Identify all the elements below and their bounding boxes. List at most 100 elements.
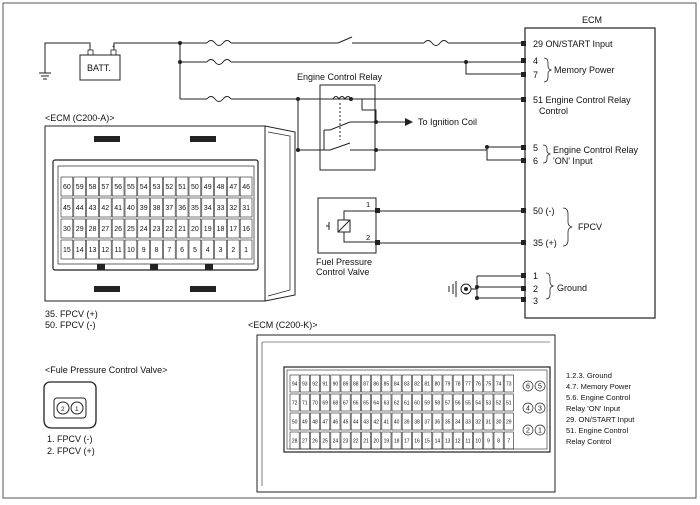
pin-number: 93 xyxy=(302,381,308,387)
ground-brace xyxy=(545,272,555,300)
pin-cell xyxy=(361,431,371,450)
diagram-frame xyxy=(2,2,697,499)
pin-number: 57 xyxy=(101,184,109,191)
fpcv-pin1: 1 xyxy=(366,200,370,209)
pin-number: 67 xyxy=(343,400,349,406)
pin-cell xyxy=(463,374,473,393)
pin-cell xyxy=(299,374,310,393)
ecm-pin-num: 51 xyxy=(533,95,543,105)
pin-cell xyxy=(412,393,422,412)
conn-k-legend-5: 29. ON/START Input xyxy=(566,415,635,424)
pin-cell xyxy=(340,412,351,431)
side-pin-number: 2 xyxy=(526,428,530,435)
ecm-block: ECM 29 ON/START Input 4 7 Memory Power 5… xyxy=(521,15,656,319)
pin-number: 7 xyxy=(507,438,510,444)
pin-cell xyxy=(371,431,382,450)
pin-number: 21 xyxy=(178,226,186,233)
pin-cell xyxy=(310,412,320,431)
pin-cell xyxy=(452,412,463,431)
pin-cell xyxy=(137,218,150,239)
pin-cell xyxy=(188,197,202,218)
pin-cell xyxy=(412,431,422,450)
relay-on-label: Engine Control Relay xyxy=(553,145,639,155)
side-pin xyxy=(534,424,546,436)
pin-number: 10 xyxy=(475,438,481,444)
pin-cell xyxy=(350,412,361,431)
pin-cell xyxy=(150,197,163,218)
valve-pin-desc-1: 1. FPCV (-) xyxy=(47,434,93,444)
pin-number: 44 xyxy=(353,419,359,425)
pin-number: 15 xyxy=(424,438,430,444)
pin-number: 40 xyxy=(127,205,135,212)
pin-number: 79 xyxy=(445,381,451,387)
pin-cell xyxy=(483,374,494,393)
pin-number: 8 xyxy=(497,438,500,444)
pin-number: 11 xyxy=(465,438,470,444)
pin-cell xyxy=(111,197,125,218)
relay-on-brace xyxy=(542,144,552,164)
pin-number: 35 xyxy=(445,419,451,425)
pin-cell xyxy=(299,412,310,431)
pin-number: 9 xyxy=(142,247,146,254)
pin-number: 77 xyxy=(465,381,471,387)
conn-a-body xyxy=(44,125,266,302)
conn-a-pin-50: 50. FPCV (-) xyxy=(45,320,96,330)
pin-number: 23 xyxy=(343,438,349,444)
pin-cell xyxy=(350,374,361,393)
pin-cell xyxy=(188,239,202,260)
pin-cell xyxy=(493,374,504,393)
pin-number: 84 xyxy=(394,381,400,387)
pin-number: 19 xyxy=(384,438,390,444)
pin-number: 27 xyxy=(302,438,308,444)
pin-number: 91 xyxy=(322,381,328,387)
relay-box xyxy=(319,84,376,171)
pin-number: 58 xyxy=(435,400,441,406)
pin-cell xyxy=(361,412,371,431)
pin-cell xyxy=(227,218,240,239)
pin-number: 34 xyxy=(204,205,212,212)
pin-number: 5 xyxy=(193,247,197,254)
fpcv-brace xyxy=(562,207,573,247)
pin-number: 31 xyxy=(242,205,250,212)
pin-number: 6 xyxy=(180,247,184,254)
pin-number: 75 xyxy=(486,381,492,387)
fpcv-block-label-2: Control Valve xyxy=(316,267,369,277)
pin-cell xyxy=(73,218,86,239)
ignition-coil-label: To Ignition Coil xyxy=(418,117,477,127)
pin-number: 44 xyxy=(76,205,84,212)
pin-number: 21 xyxy=(363,438,369,444)
pin-number: 46 xyxy=(242,184,250,191)
pin-cell xyxy=(289,393,300,412)
pin-cell xyxy=(99,218,112,239)
pin-cell xyxy=(473,393,484,412)
pin-number: 29 xyxy=(76,226,84,233)
pin-cell xyxy=(99,197,112,218)
side-pin xyxy=(534,402,546,414)
pin-number: 52 xyxy=(165,184,173,191)
pin-number: 62 xyxy=(394,400,400,406)
pin-cell xyxy=(227,197,240,218)
pin-cell xyxy=(188,218,202,239)
pin-cell xyxy=(330,431,341,450)
side-pin-number: 1 xyxy=(538,428,542,435)
pin-cell xyxy=(401,374,412,393)
ecm-pin-num: 1 xyxy=(533,271,538,281)
side-pin-number: 5 xyxy=(538,384,542,391)
pin-cell xyxy=(503,393,514,412)
pin-cell xyxy=(330,374,341,393)
pin-number: 24 xyxy=(333,438,339,444)
pin-cell xyxy=(289,374,300,393)
pin-cell xyxy=(401,412,412,431)
pin-number: 82 xyxy=(414,381,420,387)
pin-cell xyxy=(73,239,86,260)
valve-connector: <Fule Pressure Control Valve> 2 1 1. FPC… xyxy=(43,365,167,456)
side-pin-number: 3 xyxy=(538,406,542,413)
pin-cell xyxy=(330,412,341,431)
fpcv-box xyxy=(317,197,377,254)
pin-number: 38 xyxy=(414,419,420,425)
pin-cell xyxy=(201,197,214,218)
pin-number: 41 xyxy=(384,419,390,425)
pin-cell xyxy=(137,239,150,260)
pin-cell xyxy=(432,431,443,450)
